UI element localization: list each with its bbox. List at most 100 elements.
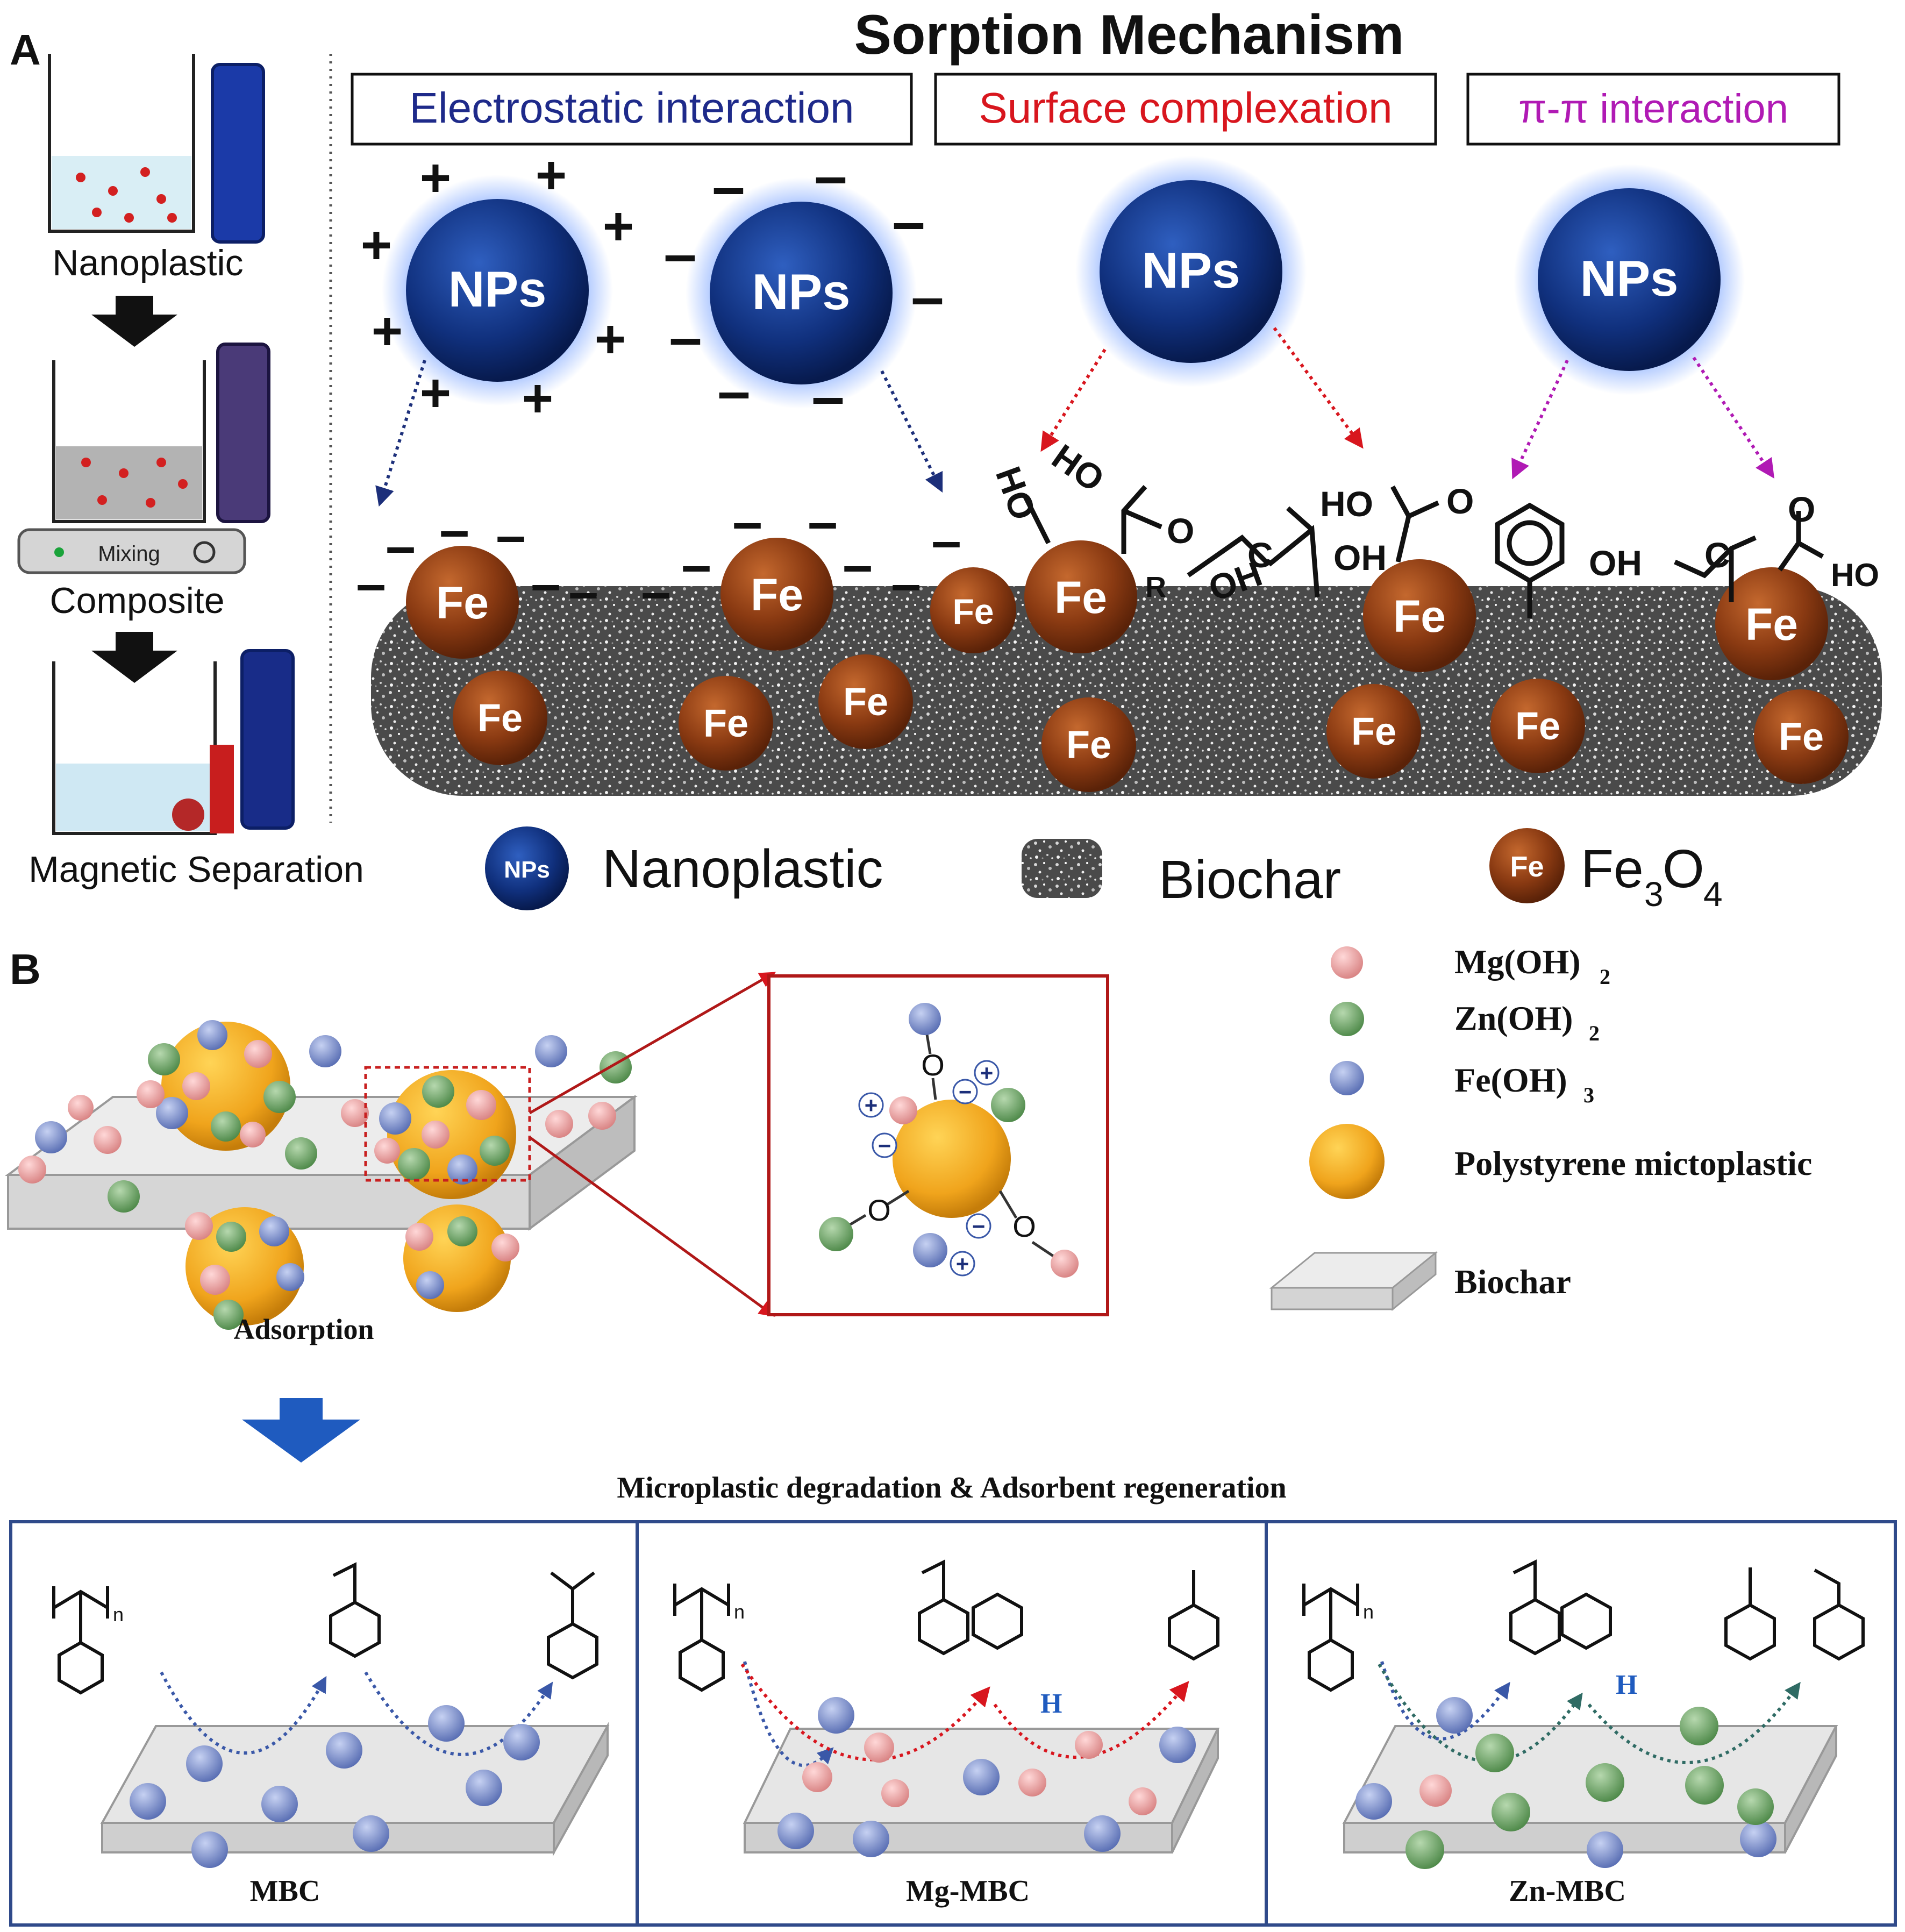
zoom-box: O O O + − − + − + [767, 974, 1109, 1316]
fe-particle: Fe [679, 676, 773, 771]
panel-a-label: A [10, 26, 41, 74]
legend-biochar-slab-icon [1269, 1251, 1438, 1311]
legend-biochar: Biochar [1159, 850, 1341, 910]
sorption-arrows [375, 327, 1774, 507]
process-flow: Nanoplastic Mixing Composite [17, 54, 364, 890]
svg-text:Fe(OH): Fe(OH) [1454, 1061, 1567, 1099]
beaker-composite [17, 343, 270, 574]
legend-fe3o4: Fe 3 O 4 [1581, 839, 1723, 914]
polymer-structure [673, 1584, 730, 1692]
polymer-structure [52, 1586, 109, 1695]
legend-fe-label: Fe(OH) 3 [1454, 1061, 1594, 1107]
step-magnetic-separation: Magnetic Separation [28, 849, 364, 890]
svg-text:Fe: Fe [1066, 724, 1111, 767]
fe-particle: Fe [453, 671, 547, 765]
svg-text:Mg(OH): Mg(OH) [1454, 943, 1581, 981]
legend-mg-label: Mg(OH) 2 [1454, 943, 1610, 989]
panel-b-label: B [10, 945, 41, 993]
legend-mg-icon [1331, 946, 1363, 979]
legend-fe-icon-label: Fe [1510, 851, 1544, 883]
svg-text:O: O [1446, 481, 1474, 521]
benzene-product [1560, 1592, 1612, 1650]
zoom-selection [364, 1066, 531, 1182]
panel-a-legend: NPs Nanoplastic Biochar Fe Fe 3 O 4 [485, 826, 1723, 914]
box-label-zn-mbc: Zn-MBC [1509, 1874, 1626, 1908]
benzene-product [972, 1592, 1023, 1650]
svg-text:n: n [113, 1603, 124, 1626]
svg-text:Fe: Fe [1054, 572, 1107, 623]
legend-zn-icon [1330, 1002, 1364, 1036]
svg-text:−: − [959, 1079, 972, 1104]
mechanism-surface-complexation-label: Surface complexation [979, 84, 1392, 132]
svg-text:+: + [956, 1251, 969, 1277]
fe-particle: Fe [1326, 684, 1421, 779]
adsorbed-spheres [18, 1020, 632, 1330]
fe-particle: Fe [720, 538, 833, 651]
panel-a: A Sorption Mechanism Nanoplastic [10, 4, 1882, 914]
svg-text:HO: HO [1320, 484, 1373, 524]
svg-text:–: – [808, 492, 838, 552]
svg-text:O: O [867, 1193, 891, 1227]
down-arrow-1 [91, 296, 177, 347]
functional-groups [1022, 485, 1824, 618]
beaker-separation [52, 649, 295, 835]
svg-text:−: − [972, 1214, 986, 1239]
svg-text:O: O [921, 1048, 945, 1082]
svg-text:–: – [681, 535, 711, 595]
legend-fe-icon [1489, 828, 1565, 903]
legend-nanoplastic: Nanoplastic [602, 839, 883, 899]
np-particle-negative: NPs [686, 177, 917, 409]
svg-text:–: – [531, 554, 561, 614]
svg-text:–: – [717, 358, 750, 424]
degradation-title: Microplastic degradation & Adsorbent reg… [617, 1471, 1286, 1505]
charges-positive-np: + + + + + + + + [361, 145, 634, 429]
svg-text:HO: HO [1831, 557, 1879, 593]
svg-text:3: 3 [1644, 875, 1664, 914]
beaker-nanoplastic [48, 54, 265, 244]
step-composite: Composite [49, 580, 224, 621]
box-label-mg-mbc: Mg-MBC [906, 1874, 1030, 1908]
svg-text:C: C [1704, 535, 1730, 575]
svg-text:+: + [372, 301, 403, 361]
svg-text:Fe: Fe [1779, 716, 1824, 759]
svg-text:4: 4 [1703, 875, 1723, 914]
legend-ps-icon [1309, 1124, 1385, 1199]
toluene-product [1168, 1570, 1219, 1661]
svg-text:–: – [663, 221, 696, 287]
svg-text:+: + [420, 363, 451, 423]
np-label: NPs [1580, 250, 1679, 306]
svg-text:Fe: Fe [1581, 839, 1644, 899]
svg-text:Fe: Fe [1351, 710, 1396, 753]
panel-b: B [4, 943, 1897, 1927]
svg-text:O: O [1788, 489, 1815, 529]
svg-text:–: – [568, 562, 598, 622]
svg-text:O: O [1167, 511, 1194, 551]
svg-text:–: – [814, 143, 847, 209]
charges-negative-np: – – – – – – – – [663, 143, 944, 430]
svg-text:Fe: Fe [843, 681, 888, 724]
fe-particle: Fe [1041, 697, 1136, 792]
np-particle-complexation: NPs [1075, 156, 1307, 387]
fe-particle: Fe [1363, 559, 1476, 672]
np-label: NPs [752, 263, 851, 320]
svg-text:–: – [496, 505, 526, 566]
legend-zn-label: Zn(OH) 2 [1454, 999, 1600, 1045]
adsorption-label: Adsorption [233, 1313, 374, 1345]
svg-text:OH: OH [1333, 538, 1387, 578]
svg-text:–: – [892, 189, 925, 255]
legend-biochar-label: Biochar [1454, 1263, 1571, 1301]
svg-text:–: – [356, 554, 386, 614]
mg-hydroxide-spheres [777, 1697, 1196, 1857]
svg-text:n: n [734, 1601, 745, 1623]
np-label: NPs [448, 261, 547, 317]
svg-text:Fe: Fe [436, 578, 489, 628]
mechanism-surface-complexation: Surface complexation [934, 73, 1437, 146]
svg-text:OH: OH [1589, 543, 1642, 583]
fe-particle: Fe [1490, 679, 1585, 773]
svg-text:2: 2 [1589, 1021, 1600, 1045]
svg-text:–: – [669, 304, 702, 370]
legend-fe-hydroxide-icon [1330, 1061, 1364, 1095]
svg-text:Fe: Fe [1745, 599, 1798, 650]
legend-np-icon-label: NPs [504, 857, 550, 883]
svg-text:n: n [1363, 1601, 1374, 1623]
